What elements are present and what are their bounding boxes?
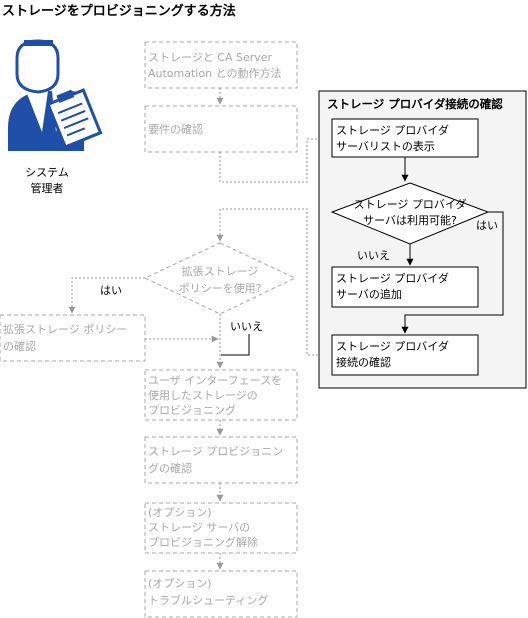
svg-text:ストレージと CA Server: ストレージと CA Server — [148, 51, 273, 64]
step-prereq[interactable]: 要件の確認 — [144, 105, 298, 153]
svg-text:要件の確認: 要件の確認 — [148, 122, 203, 136]
label-yes-available: はい — [476, 219, 498, 232]
step-advanced-policy[interactable]: 拡張ストレージ ポリシー の確認 — [0, 314, 146, 362]
svg-text:の確認: の確認 — [3, 339, 36, 353]
subprocess-connectors — [401, 157, 504, 334]
actor-label-line1: システム — [25, 166, 69, 179]
svg-text:ストレージ プロバイダ: ストレージ プロバイダ — [354, 197, 467, 211]
svg-text:サーバリストの表示: サーバリストの表示 — [336, 139, 435, 153]
step-add-server[interactable]: ストレージ プロバイダ サーバの追加 — [331, 266, 479, 308]
connector-no-advanced — [221, 334, 250, 356]
svg-text:ストレージ プロバイダ: ストレージ プロバイダ — [336, 339, 449, 353]
svg-text:グの確認: グの確認 — [148, 461, 192, 475]
svg-text:ストレージ プロビジョニン: ストレージ プロビジョニン — [148, 445, 283, 458]
step-about[interactable]: ストレージと CA Server Automation との動作方法 — [144, 41, 298, 89]
label-no-advanced: いいえ — [230, 320, 263, 333]
svg-text:ストレージ サーバの: ストレージ サーバの — [148, 521, 250, 534]
step-show-server-list[interactable]: ストレージ プロバイダ サーバリストの表示 — [331, 118, 479, 158]
step-deprovision[interactable]: (オプション) ストレージ サーバの プロビジョニング解除 — [144, 502, 298, 554]
svg-text:Automation との動作方法: Automation との動作方法 — [148, 66, 281, 80]
decision-advanced-policy[interactable]: 拡張ストレージ ポリシーを使用? — [143, 242, 297, 315]
svg-text:ユーザ インターフェースを: ユーザ インターフェースを — [148, 374, 282, 387]
svg-text:拡張ストレージ: 拡張ストレージ — [182, 264, 259, 278]
svg-text:プロビジョニング: プロビジョニング — [148, 403, 236, 417]
page-title: ストレージをプロビジョニングする方法 — [2, 3, 236, 19]
main-connectors — [68, 88, 331, 570]
step-ui-provisioning[interactable]: ユーザ インターフェースを 使用したストレージの プロビジョニング — [144, 369, 298, 421]
svg-text:拡張ストレージ ポリシー: 拡張ストレージ ポリシー — [3, 322, 127, 336]
label-no-available: いいえ — [357, 249, 390, 262]
svg-text:サーバは利用可能?: サーバは利用可能? — [363, 213, 457, 227]
svg-text:サーバの追加: サーバの追加 — [336, 287, 402, 301]
svg-text:ポリシーを使用?: ポリシーを使用? — [179, 282, 262, 295]
step-confirm-connection[interactable]: ストレージ プロバイダ 接続の確認 — [331, 334, 479, 376]
svg-text:トラブルシューティング: トラブルシューティング — [148, 593, 268, 607]
svg-text:ストレージ プロバイダ: ストレージ プロバイダ — [336, 123, 449, 137]
svg-text:プロビジョニング解除: プロビジョニング解除 — [148, 535, 258, 549]
svg-text:(オプション): (オプション) — [148, 577, 212, 590]
actor-label-line2: 管理者 — [31, 181, 64, 195]
svg-text:(オプション): (オプション) — [148, 506, 212, 519]
svg-text:接続の確認: 接続の確認 — [336, 355, 391, 369]
svg-text:使用したストレージの: 使用したストレージの — [148, 389, 258, 402]
administrator-icon — [8, 39, 103, 151]
subprocess-title: ストレージ プロバイダ接続の確認 — [327, 97, 503, 111]
step-troubleshooting[interactable]: (オプション) トラブルシューティング — [144, 570, 298, 618]
step-verify[interactable]: ストレージ プロビジョニン グの確認 — [144, 436, 298, 484]
svg-text:ストレージ プロバイダ: ストレージ プロバイダ — [336, 271, 449, 285]
label-yes-advanced: はい — [100, 284, 122, 297]
